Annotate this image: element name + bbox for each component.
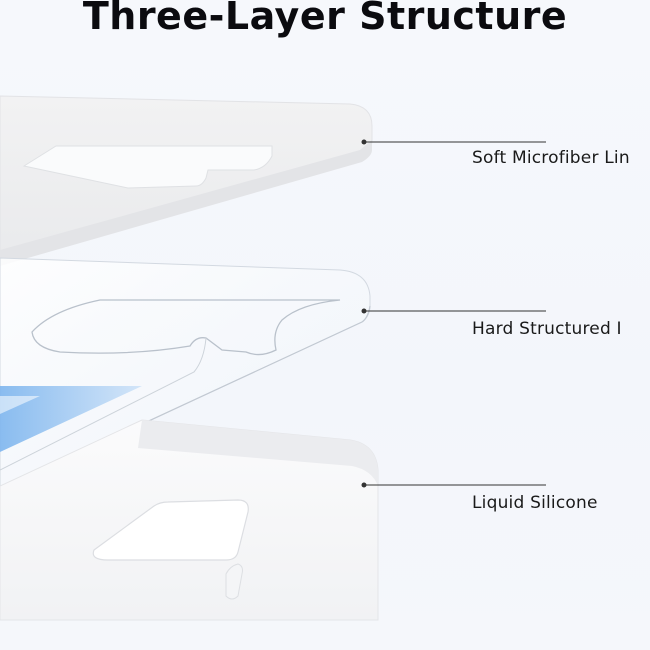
liquid-silicone-layer xyxy=(0,419,379,621)
leader-dot-2 xyxy=(361,308,367,314)
leader-dot-1 xyxy=(361,139,367,145)
microfiber-lining-layer xyxy=(0,95,373,266)
leader-dot-3 xyxy=(361,482,367,488)
layer-label-hard-shell: Hard Structured I xyxy=(472,319,622,339)
leader-lines xyxy=(361,139,546,488)
hard-shell-layer xyxy=(0,257,371,491)
page-title: Three-Layer Structure xyxy=(82,0,568,38)
layer-label-silicone: Liquid Silicone xyxy=(472,493,598,513)
layer-label-microfiber: Soft Microfiber Lin xyxy=(472,148,630,168)
